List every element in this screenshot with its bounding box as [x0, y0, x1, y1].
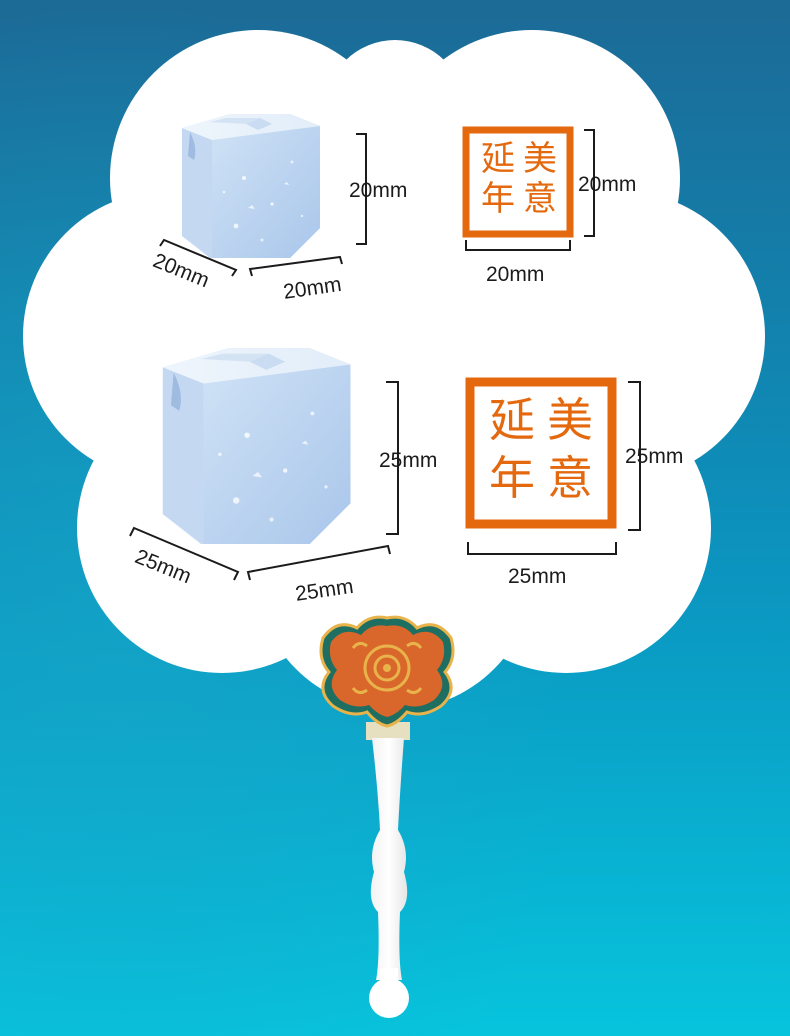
svg-text:年: 年 [489, 451, 535, 505]
seal-width-label-large: 25mm [508, 565, 567, 588]
seal-imprint-small: 延 年 美 意 [462, 126, 574, 238]
seal-height-label-small: 20mm [578, 173, 637, 196]
fan-handle [366, 722, 410, 1018]
cube-width-bracket-large [246, 544, 391, 581]
svg-text:意: 意 [547, 451, 593, 505]
svg-text:年: 年 [481, 179, 515, 219]
svg-text:延: 延 [489, 393, 535, 447]
stone-cube-small [182, 114, 320, 258]
cube-height-bracket-small [356, 133, 367, 245]
seal-width-bracket-small [465, 240, 571, 251]
seal-width-label-small: 20mm [486, 263, 545, 286]
fan-face [23, 30, 765, 710]
cube-depth-bracket-small [159, 238, 238, 277]
cube-depth-bracket-large [129, 526, 240, 581]
stone-cube-large [162, 348, 351, 544]
cube-width-bracket-small [248, 255, 343, 277]
cube-height-label-small: 20mm [349, 179, 408, 202]
ruyi-cloud-ornament-icon [319, 615, 455, 728]
seal-height-bracket-small [584, 129, 595, 237]
svg-text:意: 意 [523, 179, 557, 219]
cube-height-bracket-large [386, 381, 399, 535]
svg-text:美: 美 [547, 393, 593, 447]
seal-imprint-large: 延 年 美 意 [465, 377, 617, 529]
svg-text:美: 美 [523, 139, 557, 179]
seal-height-label-large: 25mm [625, 445, 684, 468]
seal-height-bracket-large [628, 381, 641, 531]
cube-height-label-large: 25mm [379, 449, 438, 472]
svg-text:延: 延 [481, 139, 515, 179]
seal-width-bracket-large [467, 542, 617, 555]
